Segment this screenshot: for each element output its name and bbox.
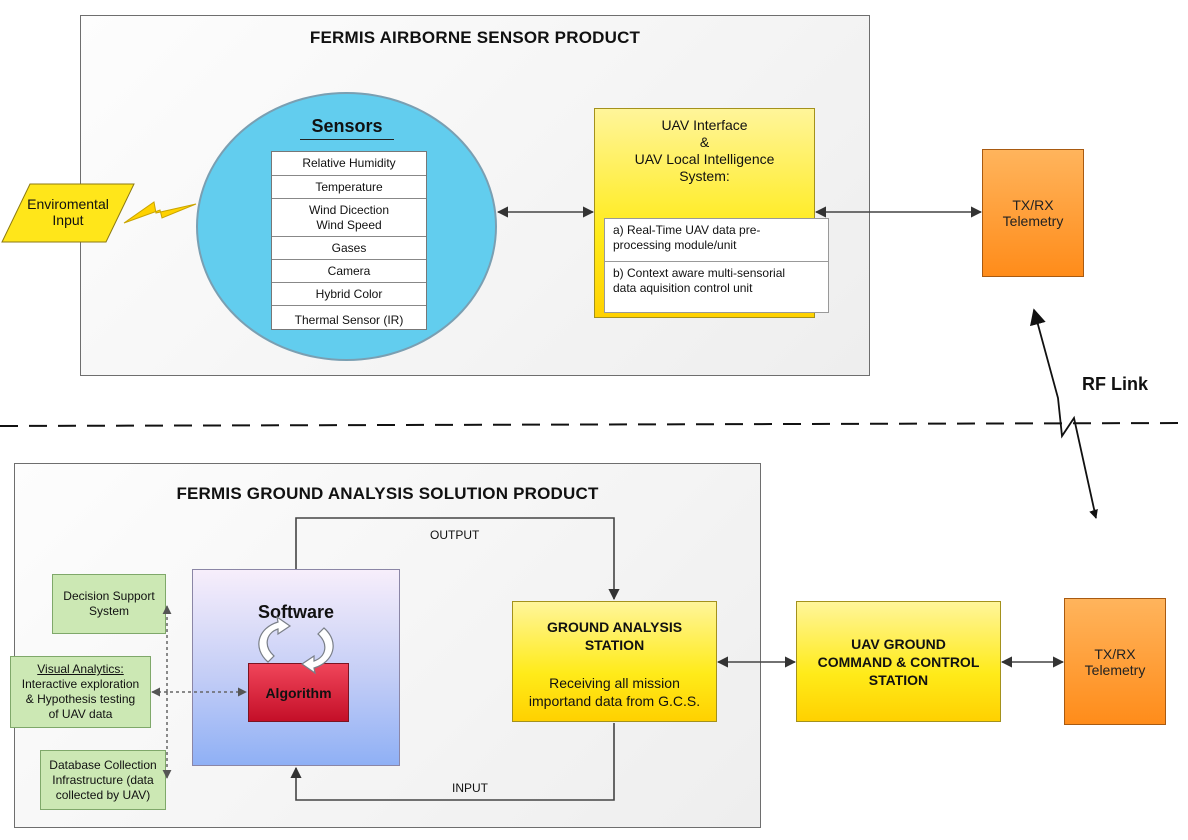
input-label: INPUT	[452, 781, 488, 795]
sensor-item: Gases	[272, 237, 426, 260]
airborne-title: FERMIS AIRBORNE SENSOR PRODUCT	[309, 28, 641, 47]
sensors-heading: Sensors	[300, 116, 394, 140]
ground-analysis-station-box: GROUND ANALYSIS STATION Receiving all mi…	[512, 601, 717, 722]
section-separator	[0, 422, 1188, 427]
ground-title: FERMIS GROUND ANALYSIS SOLUTION PRODUCT	[176, 484, 599, 503]
software-title: Software	[257, 602, 335, 622]
airborne-telemetry-box: TX/RX Telemetry	[982, 149, 1084, 277]
rf-link-label: RF Link	[1082, 374, 1148, 394]
command-control-station-box: UAV GROUND COMMAND & CONTROL STATION	[796, 601, 1001, 722]
sensor-item: Camera	[272, 260, 426, 283]
visual-analytics-box: Visual Analytics: Interactive exploratio…	[10, 656, 151, 728]
database-collection-box: Database Collection Infrastructure (data…	[40, 750, 166, 810]
uav-interface-title: UAV Interface & UAV Local Intelligence S…	[634, 117, 775, 184]
ground-analysis-station-body: Receiving all mission importand data fro…	[528, 675, 701, 709]
sensor-item: Hybrid Color	[272, 283, 426, 306]
algorithm-box: Algorithm	[248, 663, 349, 722]
sensor-item: Relative Humidity	[272, 152, 426, 176]
module-context-aware-acquisition: b) Context aware multi-sensorial data aq…	[604, 261, 829, 313]
environmental-input-label: Enviromental Input	[27, 196, 109, 228]
uav-interface-box: UAV Interface & UAV Local Intelligence S…	[594, 108, 829, 318]
decision-support-box: Decision Support System	[52, 574, 166, 634]
environmental-input-shape	[1, 183, 135, 243]
sensor-item: Thermal Sensor (IR)	[294, 312, 404, 327]
visual-analytics-title: Visual Analytics:	[37, 662, 124, 676]
sensor-item: Temperature	[272, 176, 426, 199]
rf-link-zigzag	[1030, 308, 1097, 519]
output-label: OUTPUT	[430, 528, 480, 542]
ground-telemetry-box: TX/RX Telemetry	[1064, 598, 1166, 725]
ground-analysis-station-title: GROUND ANALYSIS STATION	[546, 619, 683, 653]
